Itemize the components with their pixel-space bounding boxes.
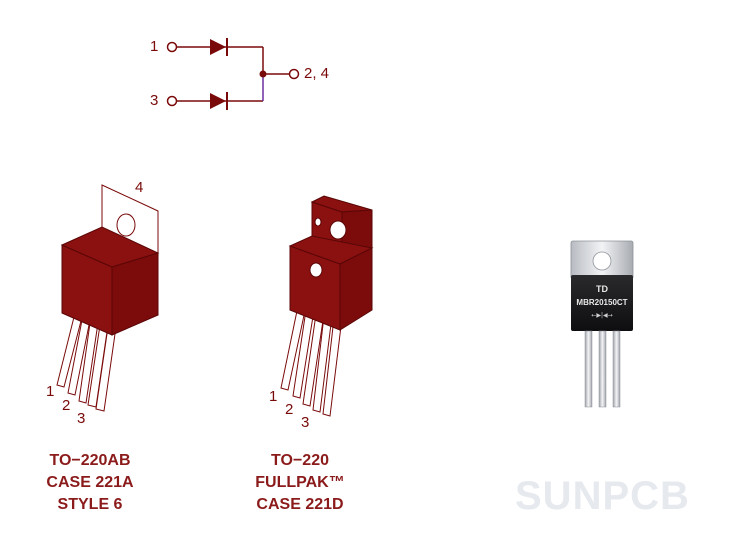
fullpak-caption-line2: FULLPAK™ xyxy=(255,474,345,491)
fullpak-ejector-dot xyxy=(314,217,322,227)
photo-lead-1 xyxy=(584,330,593,408)
fullpak-leads xyxy=(280,305,343,417)
to220ab-mount-hole xyxy=(116,213,136,237)
to220ab-caption-line2: CASE 221A xyxy=(46,474,134,491)
fullpak-caption-line3: CASE 221D xyxy=(256,496,344,513)
common-terminal xyxy=(288,68,300,80)
dual-diode-schematic xyxy=(166,38,300,110)
photo-lead-2 xyxy=(598,330,607,408)
to220ab-caption-line1: TO−220AB xyxy=(49,452,131,469)
pin1-terminal xyxy=(166,41,178,53)
watermark: SUNPCB xyxy=(515,474,690,518)
pin3-terminal xyxy=(166,95,178,107)
to220ab-pin1-label: 1 xyxy=(46,383,55,400)
photo-part-number: MBR20150CT xyxy=(576,298,628,307)
to220ab-caption: TO−220AB CASE 221A STYLE 6 xyxy=(20,450,160,516)
fullpak-body-dot xyxy=(309,262,323,278)
photo-body xyxy=(571,275,633,331)
photo-lead-3 xyxy=(612,330,621,408)
to220ab-tab-pin-label: 4 xyxy=(135,179,144,196)
fullpak-caption: TO−220 FULLPAK™ CASE 221D xyxy=(230,450,370,516)
common-pin-label: 2, 4 xyxy=(304,65,330,82)
to220ab-pin2-label: 2 xyxy=(62,397,71,414)
fullpak-pin1-label: 1 xyxy=(269,388,278,405)
fullpak-mount-hole xyxy=(329,220,347,240)
diode1-anode xyxy=(210,39,226,55)
fullpak-pin3-label: 3 xyxy=(301,414,310,431)
photo-diode-symbol: ←▶|◀→ xyxy=(591,312,613,319)
pin1-label: 1 xyxy=(150,38,159,55)
component-photo: TD MBR20150CT ←▶|◀→ xyxy=(565,235,645,415)
to220ab-pin3-label: 3 xyxy=(77,410,86,427)
fullpak-body-side xyxy=(339,247,373,331)
fullpak-drawing xyxy=(280,195,374,417)
package-to220ab: 4 1 2 3 xyxy=(40,175,180,435)
schematic: 1 3 2, 4 xyxy=(0,0,743,140)
photo-brand: TD xyxy=(596,284,608,294)
to220ab-drawing xyxy=(56,184,160,412)
pin3-label: 3 xyxy=(150,92,159,109)
package-to220-fullpak: 1 2 3 xyxy=(260,190,390,435)
to220ab-body-side xyxy=(111,252,159,336)
component-photo-drawing xyxy=(570,240,634,408)
fullpak-caption-line1: TO−220 xyxy=(271,452,329,469)
fullpak-pin2-label: 2 xyxy=(285,401,294,418)
to220ab-caption-line3: STYLE 6 xyxy=(57,496,123,513)
photo-tab-hole xyxy=(592,251,612,271)
diode2-anode xyxy=(210,93,226,109)
